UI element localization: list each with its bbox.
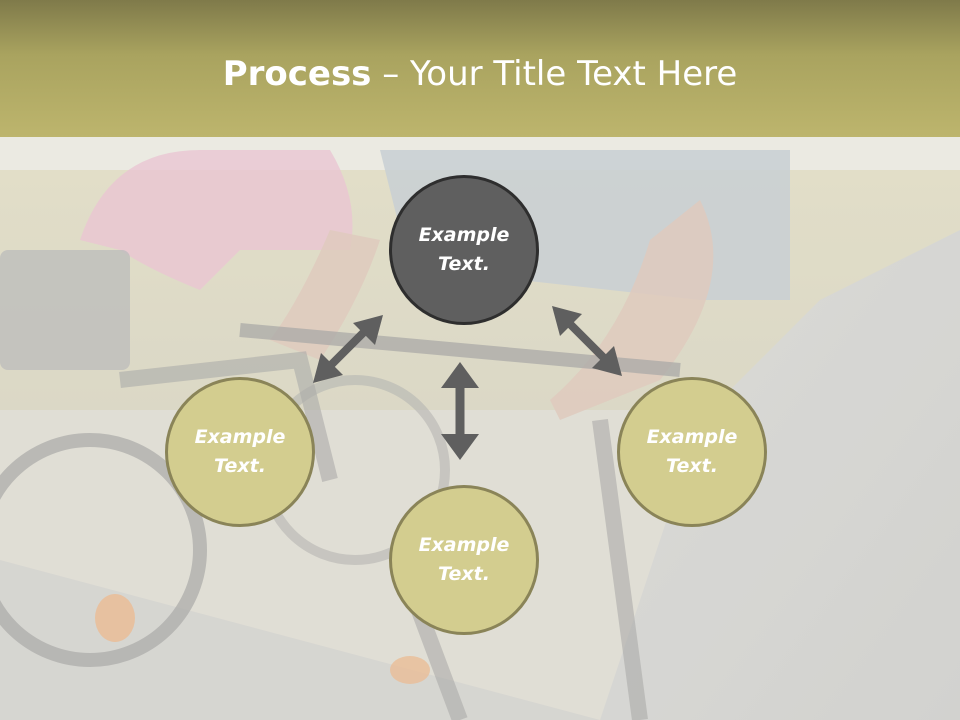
step-top-text: Example Text.: [418, 224, 510, 275]
step-right-text: Example Text.: [646, 426, 738, 477]
title-bold: Process: [222, 54, 372, 94]
process-step-bottom-circle[interactable]: Example Text.: [389, 485, 539, 635]
process-step-right-circle[interactable]: Example Text.: [617, 377, 767, 527]
step-bottom-text: Example Text.: [418, 534, 510, 585]
process-step-top-circle[interactable]: Example Text.: [389, 175, 539, 325]
title-bar: Process – Your Title Text Here: [0, 0, 960, 137]
slide-title: Process – Your Title Text Here: [0, 52, 960, 96]
title-rest: – Your Title Text Here: [371, 54, 738, 94]
step-left-text: Example Text.: [194, 426, 286, 477]
process-step-left-circle[interactable]: Example Text.: [165, 377, 315, 527]
